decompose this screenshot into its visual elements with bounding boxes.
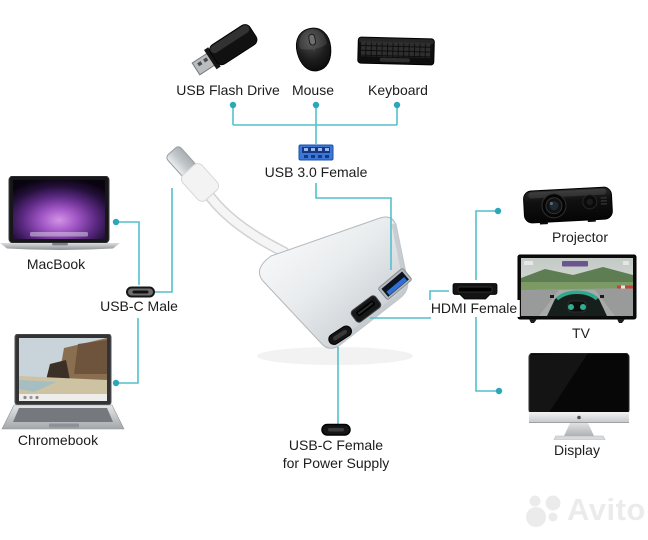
usb-flash-drive-image: [191, 24, 258, 76]
display-stand: [564, 423, 594, 436]
label-mouse: Mouse: [291, 82, 335, 98]
display-image: [528, 353, 630, 440]
usbc-male-icon: [126, 286, 155, 298]
projector-image: [523, 186, 613, 225]
label-hdmi-female: HDMI Female: [427, 300, 521, 317]
chromebook-taskbar: [19, 394, 107, 401]
node-dot-keyboard: [393, 101, 401, 109]
tv-game-hud: [562, 261, 588, 267]
mouse-scroll-wheel: [308, 33, 317, 46]
label-keyboard: Keyboard: [368, 82, 428, 98]
macbook-image: [0, 176, 120, 250]
adapter-usbc-port: [328, 325, 352, 345]
node-dot-flash-drive: [229, 101, 237, 109]
node-dot-mouse: [312, 101, 320, 109]
keyboard-spacebar: [379, 57, 410, 63]
label-usb3-female: USB 3.0 Female: [261, 164, 371, 181]
tv-game-halo: [555, 290, 599, 301]
usbc-female-icon: [321, 423, 351, 436]
macbook-dock: [30, 232, 88, 237]
tv-screen: [521, 258, 633, 316]
usbc-male-plug-image: [166, 146, 220, 202]
chromebook-image: [1, 334, 125, 430]
node-dot-display: [495, 387, 503, 395]
node-dot-projector: [494, 207, 502, 215]
chromebook-keyboard: [13, 408, 113, 422]
label-projector: Projector: [551, 229, 609, 245]
label-usbc-female-line1: USB-C Female: [288, 437, 384, 453]
label-chromebook: Chromebook: [17, 432, 99, 448]
avito-watermark: Avito: [524, 492, 646, 528]
label-usb-flash-drive: USB Flash Drive: [176, 82, 280, 98]
label-usbc-female-line2: for Power Supply: [282, 455, 390, 471]
mouse-image: [295, 27, 332, 72]
label-tv: TV: [572, 325, 590, 341]
keyboard-image: [357, 36, 435, 66]
label-usbc-male: USB-C Male: [100, 298, 178, 314]
avito-watermark-text: Avito: [567, 492, 646, 527]
avito-logo-icon: [526, 495, 561, 527]
chromebook-trackpad: [49, 423, 79, 428]
label-macbook: MacBook: [26, 256, 86, 272]
usb3-female-icon: [298, 144, 334, 161]
tv-image: [517, 254, 637, 323]
label-display: Display: [554, 442, 600, 458]
